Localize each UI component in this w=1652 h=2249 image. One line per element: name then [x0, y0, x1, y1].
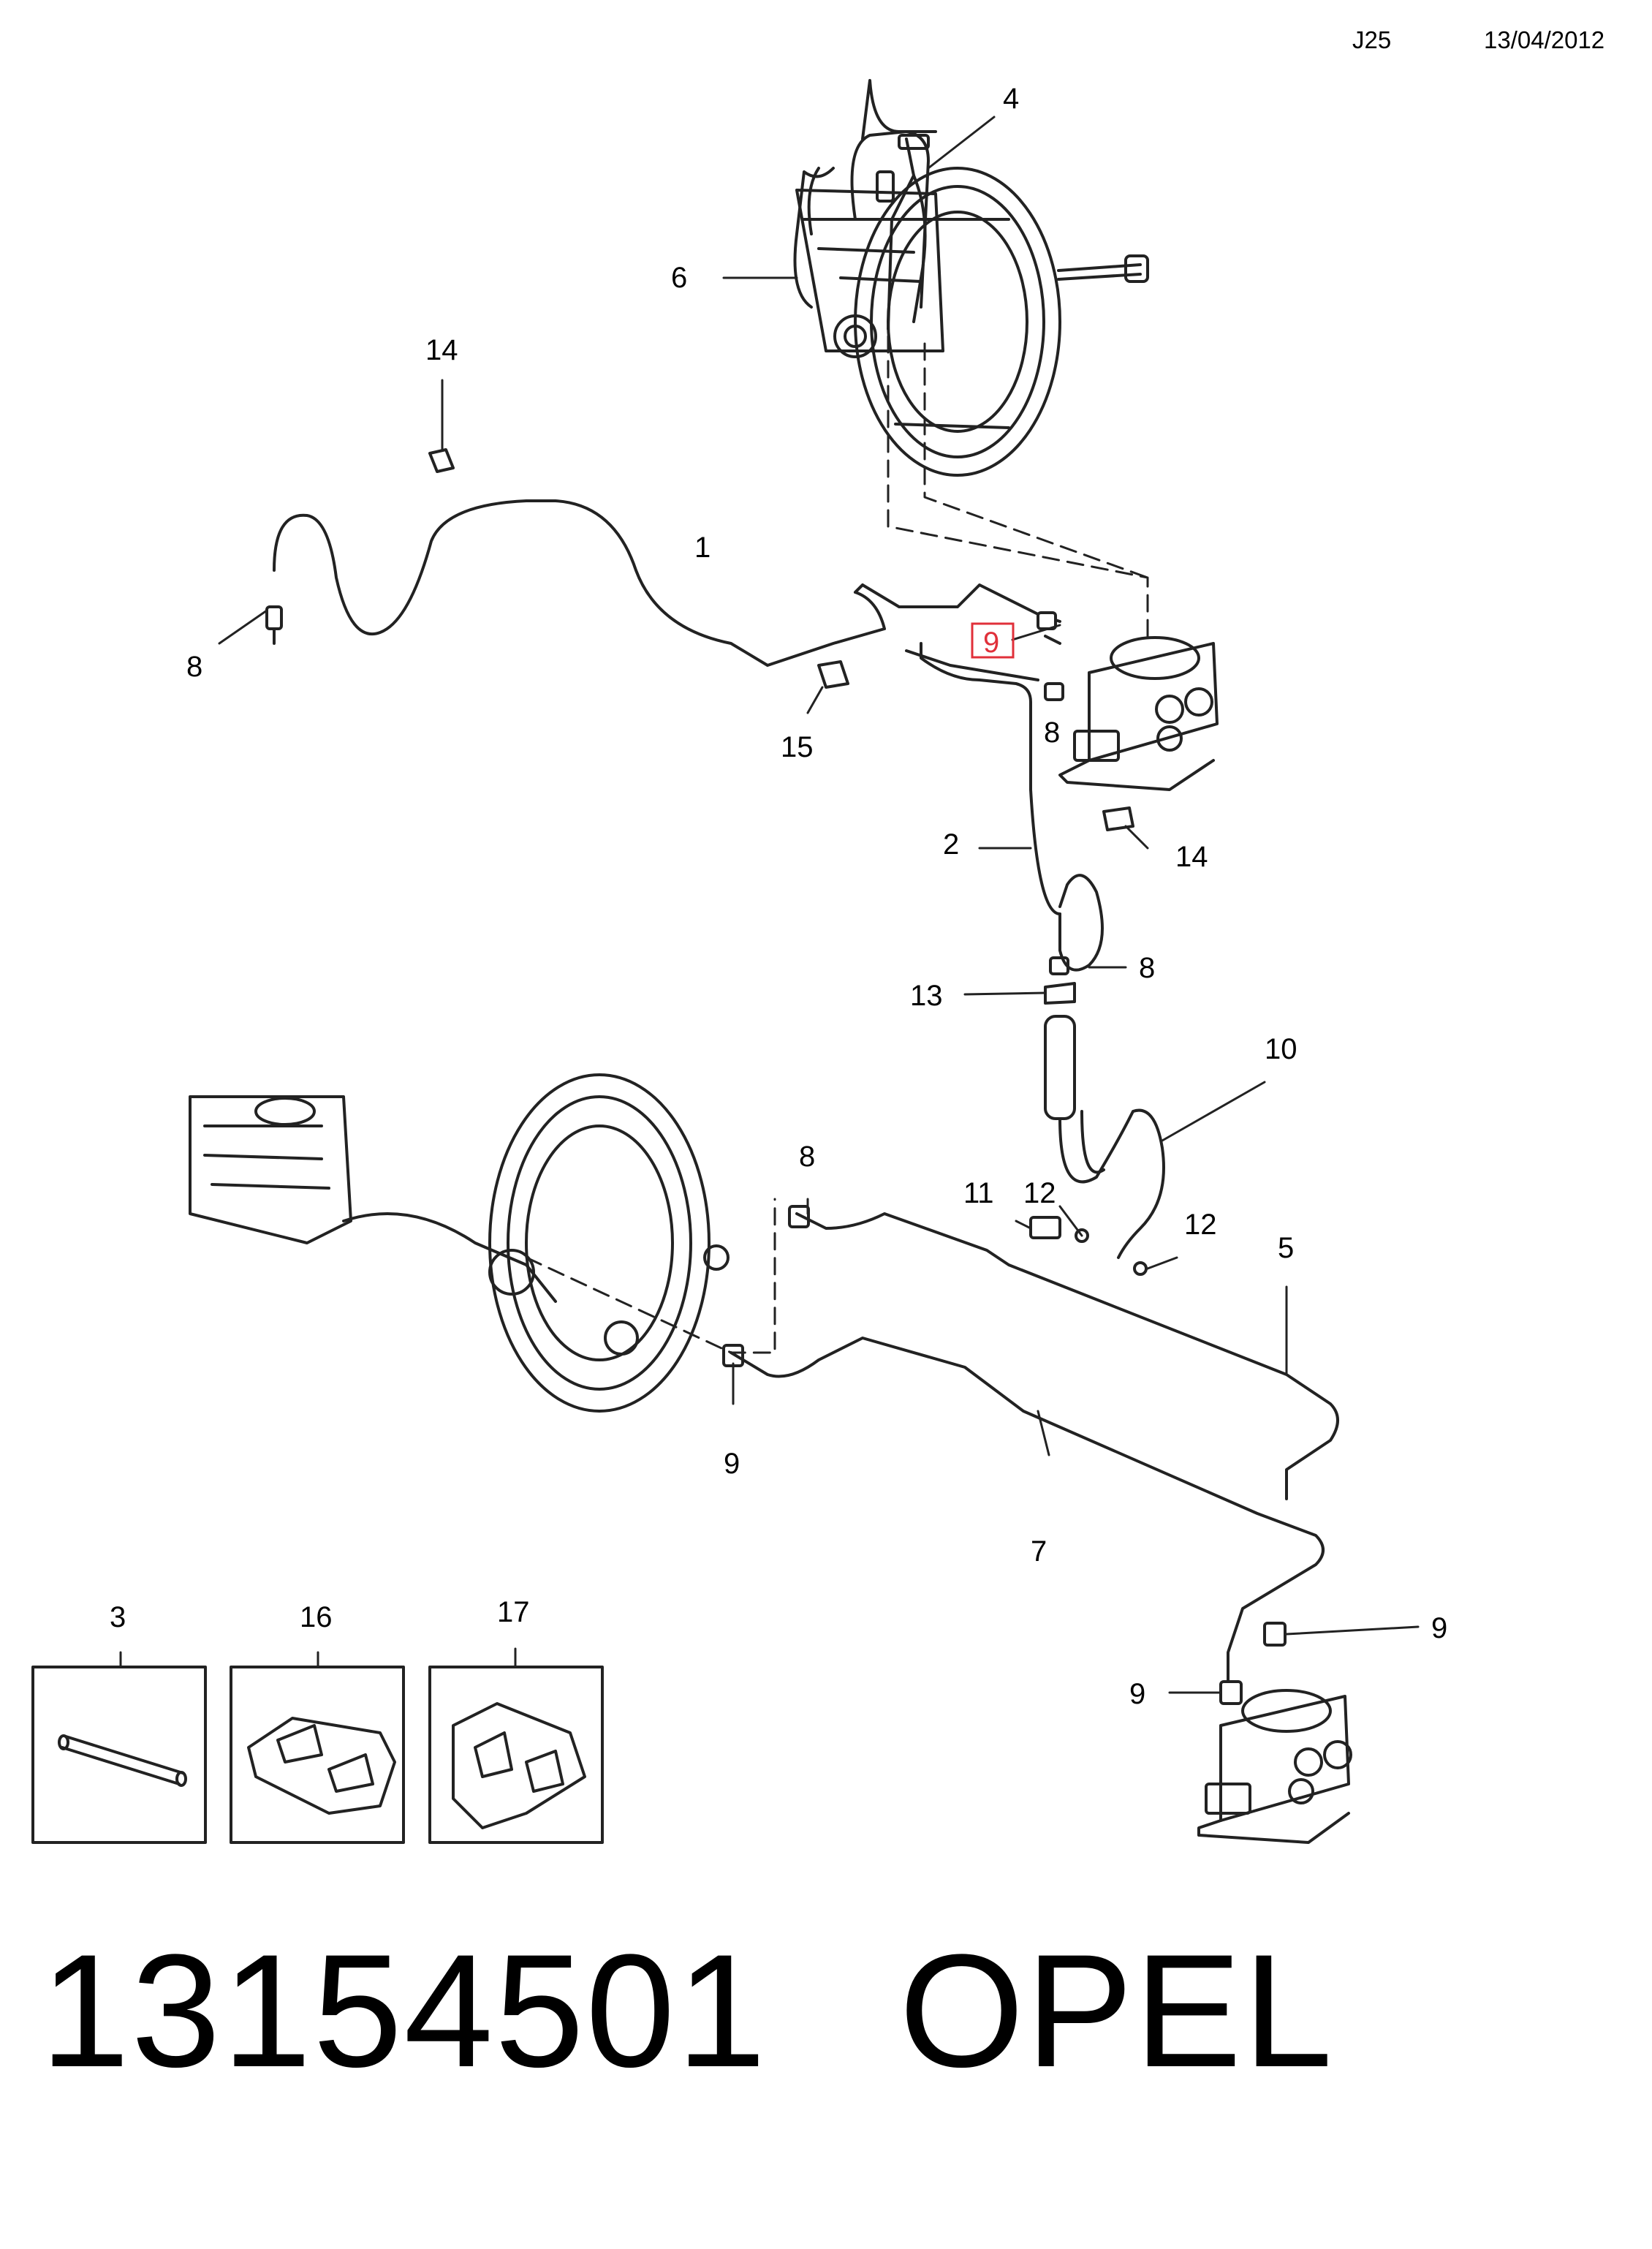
- callout-15: 15: [781, 731, 814, 763]
- brake-booster-lower: [342, 1073, 730, 1413]
- reservoir-lower: [189, 1095, 352, 1244]
- callout-5: 5: [1278, 1232, 1294, 1264]
- clip-14-upper: [428, 448, 455, 473]
- callout-9: 9: [983, 627, 999, 659]
- callout-14: 14: [425, 334, 458, 366]
- callout-16: 16: [300, 1601, 333, 1633]
- part-box-3: [31, 1666, 207, 1844]
- dashed-leaders-lower: [525, 1198, 776, 1354]
- part-box-17: [428, 1666, 604, 1844]
- callout-7: 7: [1031, 1535, 1047, 1568]
- fitting-11: [1029, 1216, 1061, 1239]
- callout-17: 17: [497, 1596, 530, 1628]
- callout-8: 8: [1044, 717, 1060, 749]
- callout-9: 9: [1129, 1678, 1145, 1710]
- brake-pipe-6: [793, 79, 937, 330]
- clip-14-right: [1102, 806, 1134, 831]
- diagram-code: J25: [1352, 26, 1392, 53]
- brake-pipe-5: [788, 1205, 1339, 1500]
- callout-14: 14: [1175, 841, 1208, 873]
- clip-15: [817, 660, 849, 689]
- flex-hose-10: [1044, 1015, 1165, 1259]
- callout-13: 13: [910, 980, 943, 1012]
- dashed-leaders-upper: [887, 335, 1149, 645]
- part-number: 13154501: [40, 1921, 768, 2101]
- callout-12: 12: [1023, 1177, 1056, 1209]
- brand-name: OPEL: [899, 1921, 1334, 2101]
- callout-11: 11: [963, 1177, 994, 1209]
- callout-numbers: 4 6 14 1 8 9 8 15 2 14 8 13 10 8 11 12 1…: [110, 83, 1447, 1710]
- callout-8: 8: [1139, 952, 1155, 984]
- abs-unit-upper: [1058, 636, 1219, 791]
- callout-6: 6: [671, 262, 687, 294]
- part-box-16: [230, 1666, 405, 1844]
- highlight-box: [971, 622, 1015, 659]
- diagram-date: 13/04/2012: [1484, 26, 1605, 53]
- brake-pipe-1: [265, 499, 1061, 667]
- callout-3: 3: [110, 1601, 126, 1633]
- callout-1: 1: [694, 532, 711, 564]
- callout-9: 9: [1431, 1612, 1447, 1644]
- callout-8: 8: [186, 651, 202, 683]
- callout-10: 10: [1265, 1033, 1297, 1065]
- callout-8: 8: [799, 1141, 815, 1173]
- brake-booster-upper: [795, 167, 1149, 477]
- abs-unit-lower: [1197, 1689, 1352, 1844]
- brake-pipe-4: [850, 130, 930, 323]
- clip-13: [1044, 982, 1076, 1005]
- brake-pipe-2: [905, 635, 1104, 975]
- callout-9: 9: [724, 1448, 740, 1480]
- callout-4: 4: [1003, 83, 1019, 115]
- callout-2: 2: [943, 828, 959, 861]
- brake-pipe-7: [722, 1337, 1325, 1683]
- washer-12: [1075, 1228, 1148, 1276]
- callout-leaders: [119, 116, 1420, 1694]
- callout-12: 12: [1184, 1209, 1217, 1241]
